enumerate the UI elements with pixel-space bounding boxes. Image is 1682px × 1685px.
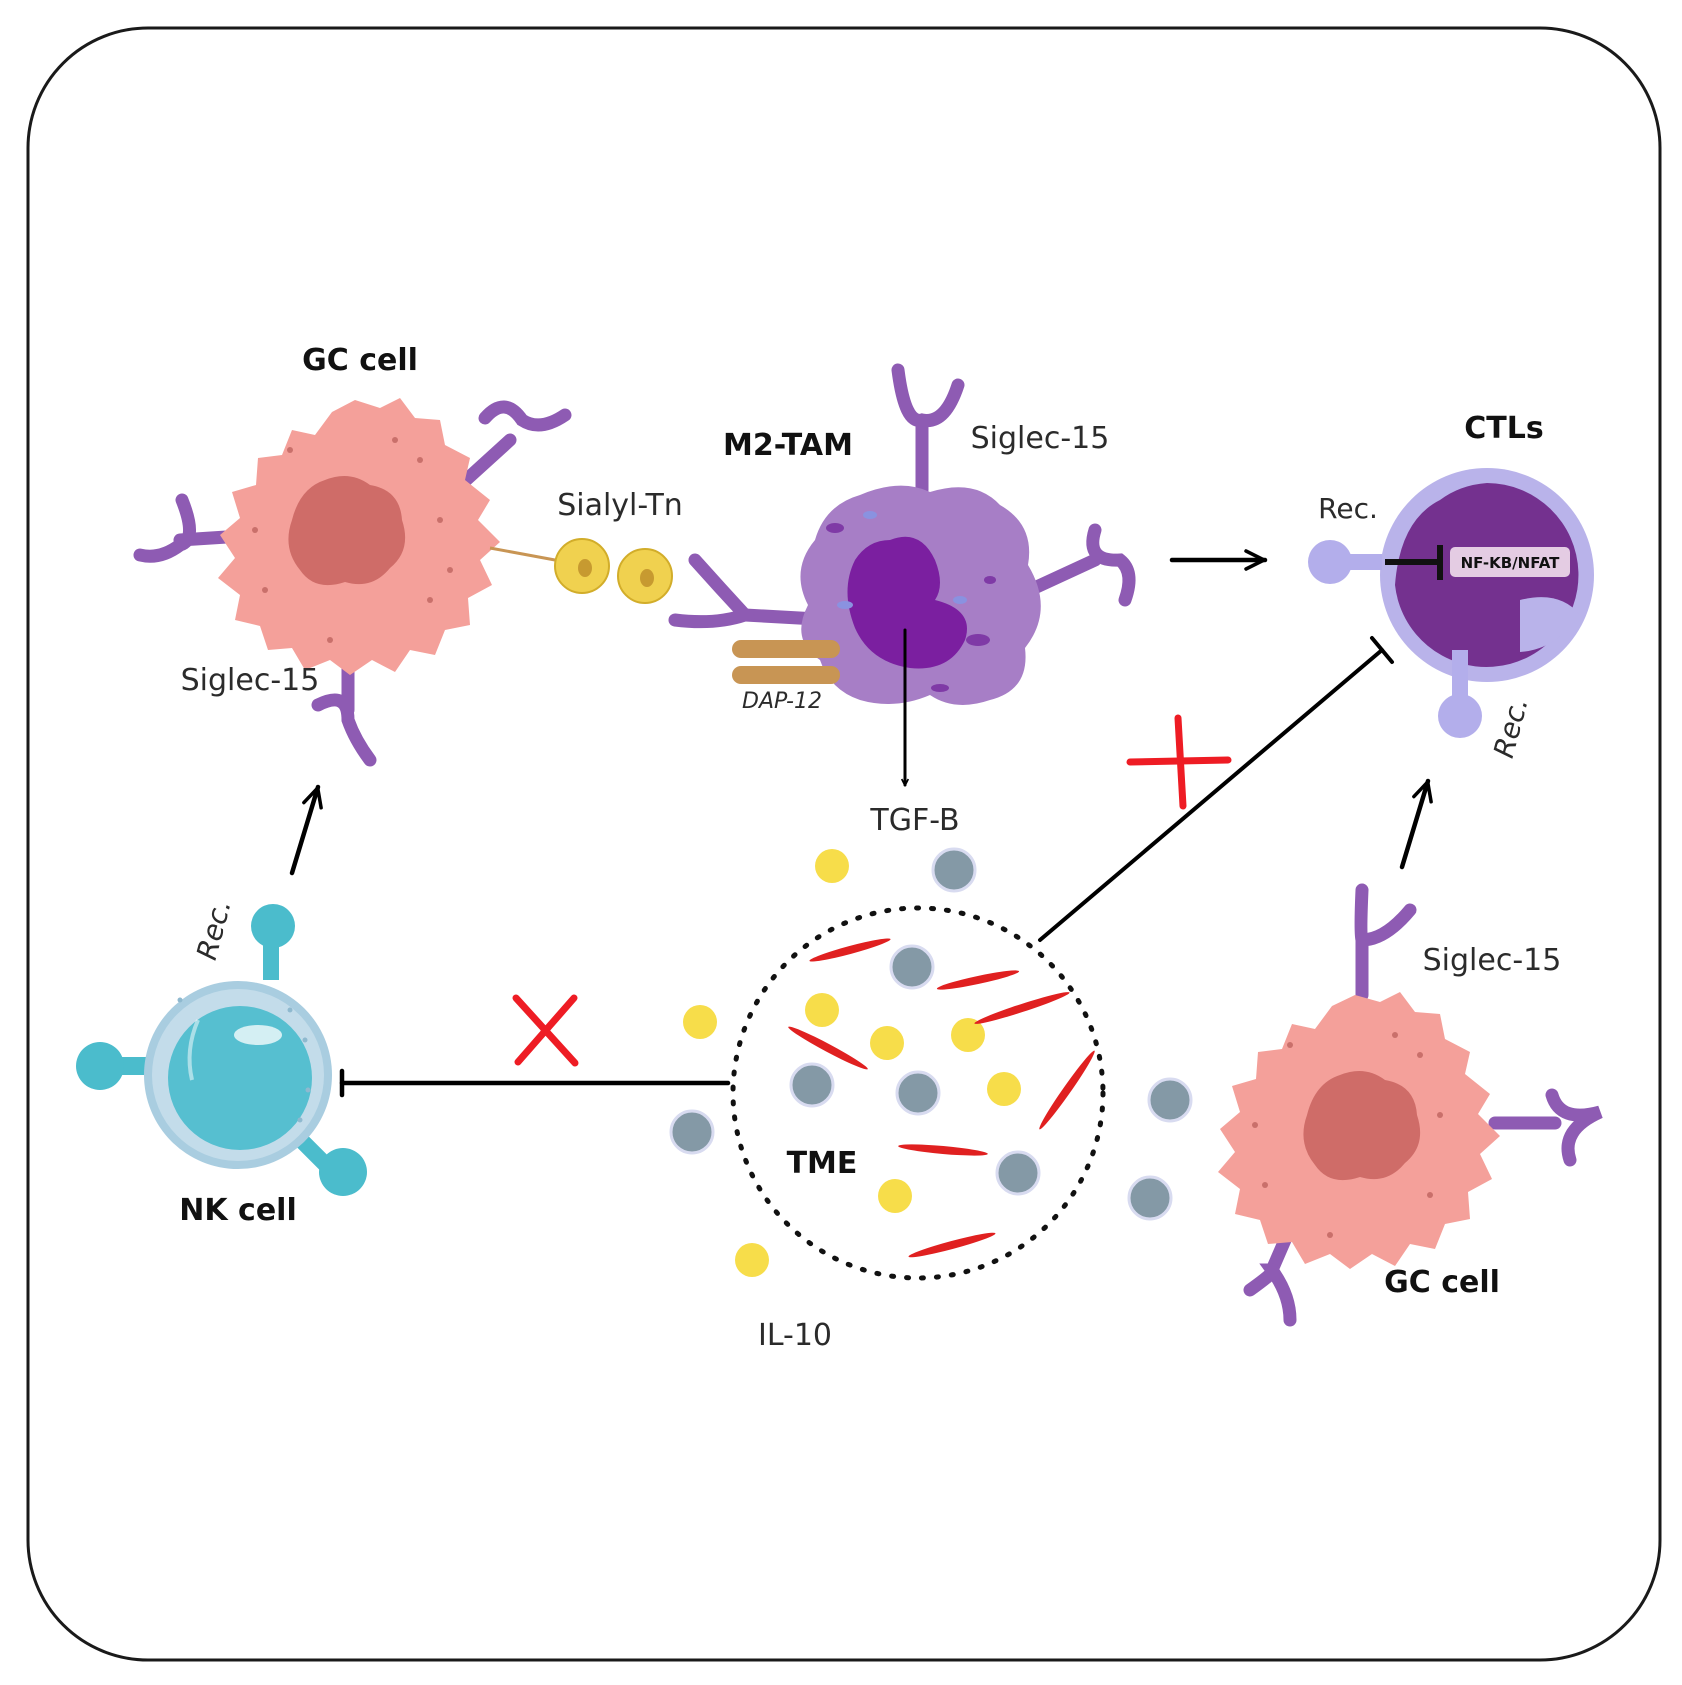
label-tme: TME	[787, 1146, 858, 1181]
pathway-arrows	[289, 549, 1433, 1098]
nk-speckles	[177, 997, 311, 1123]
label-sialyl-tn: Sialyl-Tn	[557, 488, 683, 523]
gc-cell-nucleus	[288, 476, 406, 586]
gc-cell-nucleus	[1303, 1071, 1421, 1181]
nk-to-gc-arrow	[289, 784, 323, 876]
label-rec-ctl-top: Rec.	[1318, 492, 1378, 525]
tme-red-fibroblasts	[788, 938, 1095, 1258]
gc-cell-bottom	[1218, 883, 1603, 1327]
label-gc-cell-bottom: GC cell	[1384, 1265, 1500, 1300]
block-x-marks	[512, 714, 1232, 1067]
tme-yellow-cytokines	[683, 849, 1021, 1277]
red-x-ctl	[1126, 714, 1232, 810]
tam-cell-nucleus	[847, 536, 967, 669]
gc-to-ctl-arrow	[1399, 778, 1433, 870]
nfkb-nfat-box	[1450, 547, 1570, 577]
label-ctls: CTLs	[1464, 411, 1543, 446]
label-siglec15-right: Siglec-15	[1423, 943, 1562, 978]
label-nfkb-nfat: NF-KB/NFAT	[1461, 554, 1561, 572]
dap12-adaptor	[732, 640, 840, 684]
nk-cell	[76, 904, 367, 1196]
gc-cell-speckles	[252, 437, 453, 643]
ctl-cell	[1308, 468, 1594, 738]
sialyl-tn-molecule	[489, 538, 673, 604]
label-tgf-b: TGF-B	[869, 803, 959, 838]
label-nk-cell: NK cell	[179, 1193, 297, 1228]
label-gc-cell-top: GC cell	[302, 343, 418, 378]
tme-grey-cells	[669, 847, 1193, 1221]
ctl-receptor-bottom	[1438, 650, 1482, 738]
label-siglec15-left: Siglec-15	[181, 663, 320, 698]
label-m2-tam: M2-TAM	[723, 428, 853, 463]
tme-to-ctl-inhibition	[1038, 648, 1384, 942]
red-x-nk	[512, 994, 579, 1067]
tme-region	[730, 905, 1106, 1281]
diagram-frame	[26, 26, 1662, 1662]
label-siglec15-tam: Siglec-15	[971, 421, 1110, 456]
label-il10: IL-10	[758, 1318, 832, 1353]
label-dap12: DAP-12	[742, 689, 822, 714]
m2-tam-cell	[668, 363, 1136, 705]
gc-cell-speckles	[1252, 1032, 1443, 1238]
ctl-receptor-top	[1308, 540, 1382, 584]
gc-cell-top	[133, 398, 572, 767]
tam-vesicles	[826, 511, 996, 692]
